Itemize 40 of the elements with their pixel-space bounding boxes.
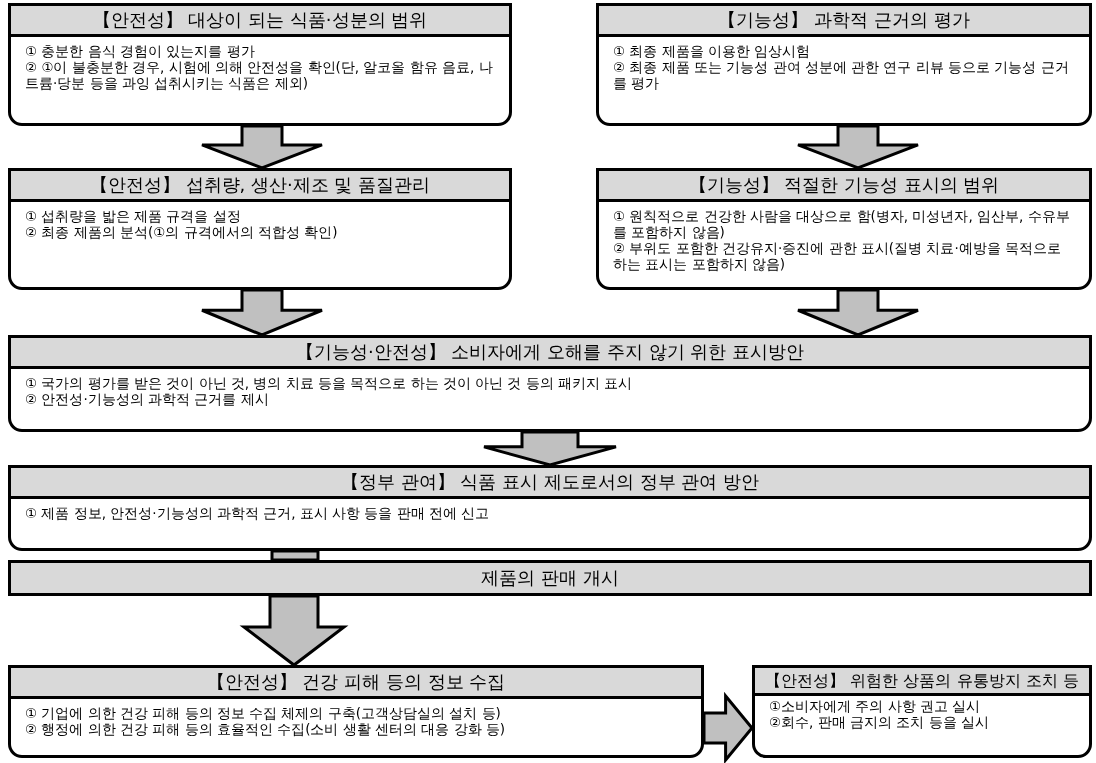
list-item: ② 행정에 의한 건강 피해 등의 효율적인 수집(소비 생활 센터의 대응 강화 등) bbox=[24, 720, 507, 737]
box-heading: 【안전성】 대상이 되는 식품·성분의 범위 bbox=[11, 6, 509, 37]
block-arrow bbox=[482, 430, 618, 467]
process-box bbox=[596, 3, 1092, 126]
box-heading: 【안전성】 위험한 상품의 유통방지 조치 등 bbox=[755, 668, 1089, 697]
process-box bbox=[596, 168, 1092, 290]
process-box bbox=[8, 168, 512, 290]
process-box bbox=[8, 465, 1092, 551]
list-item: ② 안전성·기능성의 과학적 근거를 제시 bbox=[24, 390, 270, 407]
box-heading: 【기능성】 과학적 근거의 평가 bbox=[599, 6, 1089, 37]
list-item: ① 충분한 음식 경험이 있는지를 평가 bbox=[24, 41, 256, 59]
block-arrow bbox=[796, 124, 920, 170]
list-item: ① 제품 정보, 안전성·기능성의 과학적 근거, 표시 사항 등을 판매 전에 신고 bbox=[24, 503, 491, 521]
list-item: ① 원칙적으로 건강한 사람을 대상으로 함(병자, 미성년자, 임산부, 수유부를 포함하지 않음) bbox=[612, 206, 1071, 240]
box-heading: 【안전성】 섭취량, 생산·제조 및 품질관리 bbox=[11, 171, 509, 202]
block-arrow bbox=[702, 691, 754, 763]
list-item: ② ①이 불충분한 경우, 시험에 의해 안전성을 확인(단, 알코올 함유 음료, 나트륨·당분 등을 과잉 섭취시키는 식품은 제외) bbox=[24, 58, 494, 92]
box-heading: 【안전성】 건강 피해 등의 정보 수집 bbox=[11, 668, 701, 699]
list-item: ① 기업에 의한 건강 피해 등의 정보 수집 체제의 구축(고객상담실의 설치 등) bbox=[24, 703, 502, 721]
box-heading: 【정부 관여】 식품 표시 제도로서의 정부 관여 방안 bbox=[11, 468, 1089, 499]
stage-bar bbox=[8, 560, 1092, 596]
list-item: ① 국가의 평가를 받은 것이 아닌 것, 병의 치료 등을 목적으로 하는 것이 아닌 것 등의 패키지 표시 bbox=[24, 373, 634, 391]
process-box bbox=[8, 335, 1092, 432]
list-item: ②회수, 판매 금지의 조치 등을 실시 bbox=[768, 714, 990, 731]
block-arrow bbox=[200, 288, 324, 337]
list-item: ①소비자에게 주의 사항 권고 실시 bbox=[768, 697, 982, 715]
list-item: ② 부위도 포함한 건강유지·증진에 관한 표시(질병 치료·예방을 목적으로 하는 표시는 포함하지 않음) bbox=[612, 239, 1062, 273]
box-heading: 【기능성】 적절한 기능성 표시의 범위 bbox=[599, 171, 1089, 202]
process-box bbox=[752, 665, 1092, 758]
list-item: ① 섭취량을 밟은 제품 규격을 설정 bbox=[24, 206, 242, 224]
process-box bbox=[8, 665, 704, 758]
block-arrow bbox=[200, 124, 324, 170]
list-item: ② 최종 제품의 분석(①의 규격에서의 적합성 확인) bbox=[24, 223, 339, 240]
block-arrow bbox=[796, 288, 920, 337]
list-item: ② 최종 제품 또는 기능성 관여 성분에 관한 연구 리뷰 등으로 기능성 근거를 평가 bbox=[612, 58, 1070, 92]
box-heading: 제품의 판매 개시 bbox=[480, 567, 620, 589]
process-box bbox=[8, 3, 512, 126]
list-item: ① 최종 제품을 이용한 임상시험 bbox=[612, 41, 812, 59]
block-arrow bbox=[239, 594, 349, 667]
box-heading: 【기능성·안전성】 소비자에게 오해를 주지 않기 위한 표시방안 bbox=[11, 338, 1089, 369]
